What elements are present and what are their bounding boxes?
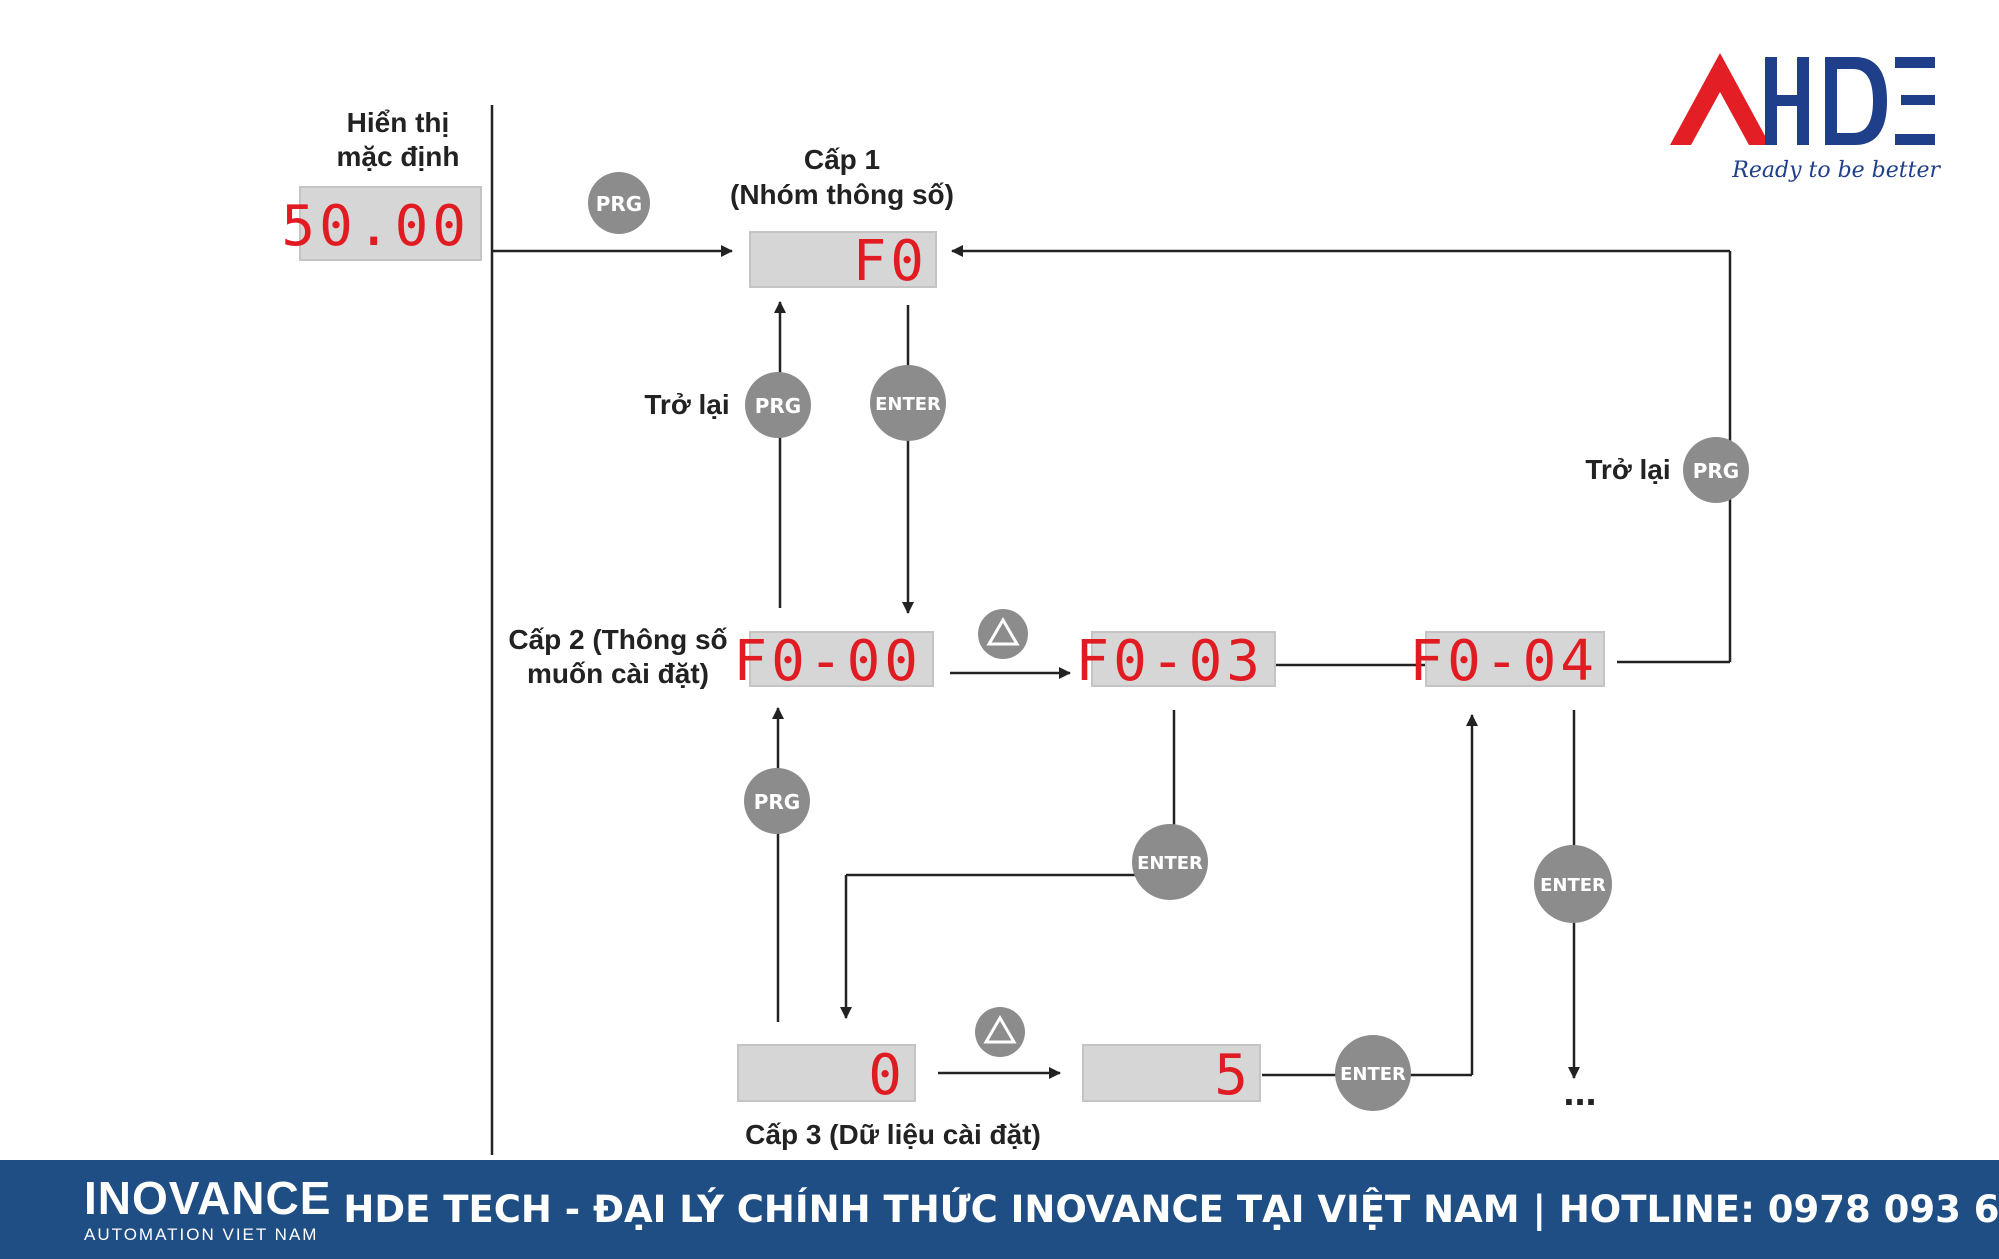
prg-button-back-level2[interactable]: PRG [744, 768, 810, 834]
footer-contact-text: HDE TECH - ĐẠI LÝ CHÍNH THỨC INOVANCE TẠ… [343, 1188, 1999, 1231]
display-level1: F0 [749, 229, 937, 294]
display-param-f003: F0-03 [1075, 629, 1276, 694]
flow-diagram: Hiển thị mặc định Cấp 1 (Nhóm thông số) … [281, 105, 1749, 1155]
label-back-left: Trở lại [644, 389, 729, 420]
enter-button-data[interactable]: ENTER [1335, 1035, 1411, 1111]
label-level1-1: Cấp 1 [804, 144, 880, 175]
up-arrow-icon [983, 1015, 1017, 1044]
label-level2-2: muốn cài đặt) [527, 658, 709, 689]
up-button-level2[interactable] [978, 609, 1028, 659]
display-data-after: 5 [1082, 1043, 1261, 1108]
display-param-f000: F0-00 [733, 629, 934, 694]
display-param-f004: F0-04 [1409, 629, 1605, 694]
prg-button-back-right[interactable]: PRG [1683, 437, 1749, 503]
display-default-value: 50.00 [281, 194, 470, 259]
inovance-brand-sub: AUTOMATION VIET NAM [84, 1224, 319, 1244]
ellipsis: ... [1563, 1070, 1596, 1114]
enter-button-f004[interactable]: ENTER [1534, 845, 1612, 923]
inovance-brand: INOVANCE [84, 1171, 332, 1224]
label-level1-2: (Nhóm thông số) [730, 179, 954, 210]
display-level1-value: F0 [853, 229, 928, 294]
up-arrow-icon [986, 617, 1020, 646]
label-level2-1: Cấp 2 (Thông số [508, 624, 727, 655]
enter-button-data-label: ENTER [1340, 1064, 1406, 1085]
enter-button-level1-label: ENTER [875, 394, 941, 415]
enter-button-f003[interactable]: ENTER [1132, 824, 1208, 900]
enter-button-f004-label: ENTER [1540, 875, 1606, 896]
inovance-logo: INOVANCE AUTOMATION VIET NAM [84, 1175, 331, 1245]
label-level3: Cấp 3 (Dữ liệu cài đặt) [745, 1119, 1041, 1150]
up-button-level3[interactable] [975, 1007, 1025, 1057]
display-data-before-value: 0 [868, 1043, 906, 1108]
prg-button-back-level1-label: PRG [755, 394, 801, 418]
display-default: 50.00 [281, 186, 482, 261]
display-param-f000-value: F0-00 [733, 629, 922, 694]
prg-button-back-right-label: PRG [1693, 459, 1739, 483]
footer-banner: INOVANCE AUTOMATION VIET NAM HDE TECH - … [0, 1160, 1999, 1259]
enter-button-f003-label: ENTER [1137, 853, 1203, 874]
label-back-right: Trở lại [1585, 454, 1670, 485]
logo-tagline: Ready to be better [1731, 158, 1941, 183]
prg-button-default-label: PRG [596, 192, 642, 216]
display-param-f003-value: F0-03 [1075, 629, 1264, 694]
prg-button-back-level2-label: PRG [754, 790, 800, 814]
label-default-display-1: Hiển thị [347, 107, 450, 138]
prg-button-back-level1[interactable]: PRG [745, 372, 811, 438]
display-data-after-value: 5 [1214, 1043, 1252, 1108]
display-data-before: 0 [737, 1043, 916, 1108]
enter-button-level1[interactable]: ENTER [870, 365, 946, 441]
label-default-display-2: mặc định [337, 141, 460, 172]
prg-button-default[interactable]: PRG [588, 172, 650, 234]
display-param-f004-value: F0-04 [1409, 629, 1598, 694]
ahde-logo: Ready to be better [1670, 53, 1941, 183]
